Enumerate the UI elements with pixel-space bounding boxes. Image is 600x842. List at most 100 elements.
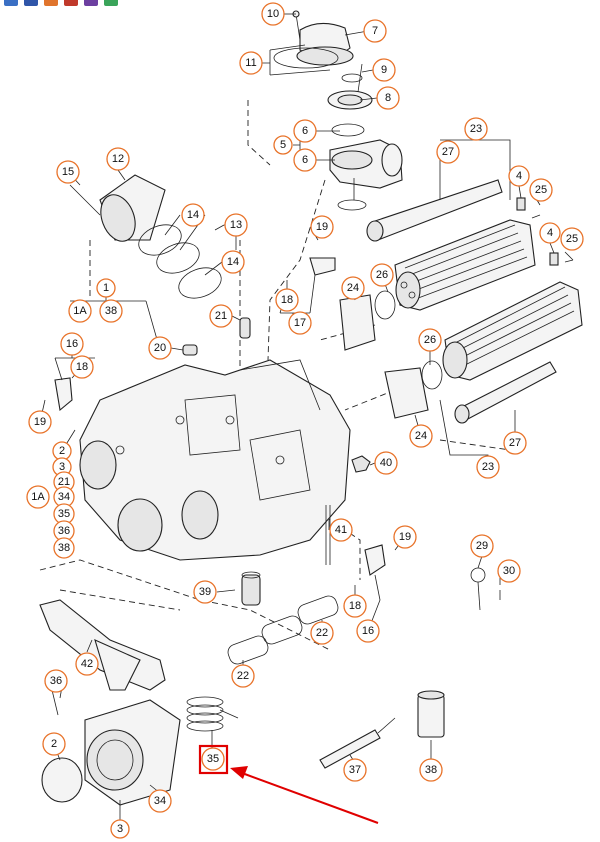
spring-35 bbox=[186, 696, 239, 732]
svg-text:20: 20 bbox=[154, 342, 166, 354]
callout-6[interactable]: 6 bbox=[293, 148, 317, 172]
callout-2[interactable]: 2 bbox=[42, 732, 66, 756]
svg-text:21: 21 bbox=[215, 310, 227, 322]
svg-text:37: 37 bbox=[349, 764, 361, 776]
callout-1a[interactable]: 1A bbox=[68, 299, 92, 323]
svg-text:27: 27 bbox=[509, 437, 521, 449]
callout-30[interactable]: 30 bbox=[497, 559, 521, 583]
toolbar-chip-4[interactable] bbox=[64, 0, 78, 6]
callout-38[interactable]: 38 bbox=[53, 537, 75, 559]
callout-37[interactable]: 37 bbox=[343, 758, 367, 782]
callout-16[interactable]: 16 bbox=[60, 332, 84, 356]
cooler-gaskets bbox=[339, 290, 443, 419]
callout-35-highlighted[interactable]: 35 bbox=[201, 747, 225, 771]
svg-text:10: 10 bbox=[267, 8, 279, 20]
callout-9[interactable]: 9 bbox=[372, 58, 396, 82]
callout-4[interactable]: 4 bbox=[508, 165, 530, 187]
callout-36[interactable]: 36 bbox=[44, 669, 68, 693]
callout-8[interactable]: 8 bbox=[376, 86, 400, 110]
callout-38[interactable]: 38 bbox=[99, 299, 123, 323]
tool-37 bbox=[319, 717, 396, 769]
callout-10[interactable]: 10 bbox=[261, 2, 285, 26]
callout-16[interactable]: 16 bbox=[356, 619, 380, 643]
callout-6[interactable]: 6 bbox=[293, 119, 317, 143]
callout-25[interactable]: 25 bbox=[529, 178, 553, 202]
callout-24[interactable]: 24 bbox=[341, 276, 365, 300]
svg-text:30: 30 bbox=[503, 565, 515, 577]
toolbar-chip-2[interactable] bbox=[24, 0, 38, 6]
svg-text:38: 38 bbox=[105, 305, 117, 317]
svg-text:26: 26 bbox=[424, 334, 436, 346]
svg-text:4: 4 bbox=[516, 170, 522, 182]
callout-19[interactable]: 19 bbox=[393, 525, 417, 549]
callout-27[interactable]: 27 bbox=[503, 431, 527, 455]
callout-25[interactable]: 25 bbox=[560, 227, 584, 251]
cooler-pipe-lower bbox=[454, 361, 557, 424]
svg-text:4: 4 bbox=[547, 227, 553, 239]
callout-1[interactable]: 1 bbox=[96, 278, 116, 298]
svg-text:9: 9 bbox=[381, 64, 387, 76]
callout-19[interactable]: 19 bbox=[28, 410, 52, 434]
callout-18[interactable]: 18 bbox=[275, 288, 299, 312]
callout-39[interactable]: 39 bbox=[193, 580, 217, 604]
callout-19[interactable]: 19 bbox=[310, 215, 334, 239]
callout-22[interactable]: 22 bbox=[231, 664, 255, 688]
callout-27[interactable]: 27 bbox=[436, 140, 460, 164]
svg-text:11: 11 bbox=[245, 57, 256, 69]
callout-2[interactable]: 2 bbox=[52, 441, 72, 461]
callout-11[interactable]: 11 bbox=[239, 51, 263, 75]
callout-34[interactable]: 34 bbox=[148, 789, 172, 813]
sensor-parts bbox=[54, 257, 386, 576]
callout-14[interactable]: 14 bbox=[181, 203, 205, 227]
callout-3[interactable]: 3 bbox=[52, 457, 72, 477]
callout-20[interactable]: 20 bbox=[148, 336, 172, 360]
svg-text:39: 39 bbox=[199, 586, 211, 598]
callout-22[interactable]: 22 bbox=[310, 621, 334, 645]
callout-18[interactable]: 18 bbox=[343, 594, 367, 618]
svg-text:17: 17 bbox=[294, 317, 306, 329]
callout-24[interactable]: 24 bbox=[409, 424, 433, 448]
callout-36[interactable]: 36 bbox=[53, 520, 75, 542]
highlight-annotation bbox=[198, 744, 379, 824]
callout-5[interactable]: 5 bbox=[273, 135, 293, 155]
callout-13[interactable]: 13 bbox=[224, 213, 248, 237]
callout-1a[interactable]: 1A bbox=[26, 485, 50, 509]
svg-text:15: 15 bbox=[62, 166, 74, 178]
callout-26[interactable]: 26 bbox=[418, 328, 442, 352]
supercharger-housing bbox=[79, 359, 351, 561]
callout-21[interactable]: 21 bbox=[209, 304, 233, 328]
callout-42[interactable]: 42 bbox=[75, 652, 99, 676]
cooler-pipe-upper bbox=[366, 179, 503, 242]
callout-40[interactable]: 40 bbox=[374, 451, 398, 475]
callout-14[interactable]: 14 bbox=[221, 250, 245, 274]
callout-23[interactable]: 23 bbox=[464, 117, 488, 141]
toolbar-chip-6[interactable] bbox=[104, 0, 118, 6]
callout-7[interactable]: 7 bbox=[363, 19, 387, 43]
callout-4[interactable]: 4 bbox=[539, 222, 561, 244]
callout-15[interactable]: 15 bbox=[56, 160, 80, 184]
callout-35[interactable]: 35 bbox=[53, 503, 75, 525]
callout-12[interactable]: 12 bbox=[106, 147, 130, 171]
callout-29[interactable]: 29 bbox=[470, 534, 494, 558]
callout-17[interactable]: 17 bbox=[288, 311, 312, 335]
callout-18[interactable]: 18 bbox=[70, 355, 94, 379]
svg-text:14: 14 bbox=[227, 256, 239, 268]
svg-text:25: 25 bbox=[535, 184, 547, 196]
toolbar-chip-1[interactable] bbox=[4, 0, 18, 6]
pulley-housing bbox=[41, 689, 181, 806]
svg-text:3: 3 bbox=[59, 461, 65, 473]
svg-text:18: 18 bbox=[281, 294, 293, 306]
svg-text:23: 23 bbox=[482, 461, 494, 473]
toolbar-chip-3[interactable] bbox=[44, 0, 58, 6]
callout-3[interactable]: 3 bbox=[110, 819, 130, 839]
svg-text:2: 2 bbox=[51, 738, 57, 750]
callout-26[interactable]: 26 bbox=[370, 263, 394, 287]
callout-41[interactable]: 41 bbox=[329, 518, 353, 542]
svg-text:38: 38 bbox=[425, 764, 437, 776]
callout-23[interactable]: 23 bbox=[476, 455, 500, 479]
svg-text:41: 41 bbox=[335, 524, 347, 536]
svg-text:35: 35 bbox=[207, 753, 219, 765]
callout-38[interactable]: 38 bbox=[419, 758, 443, 782]
toolbar-chip-5[interactable] bbox=[84, 0, 98, 6]
